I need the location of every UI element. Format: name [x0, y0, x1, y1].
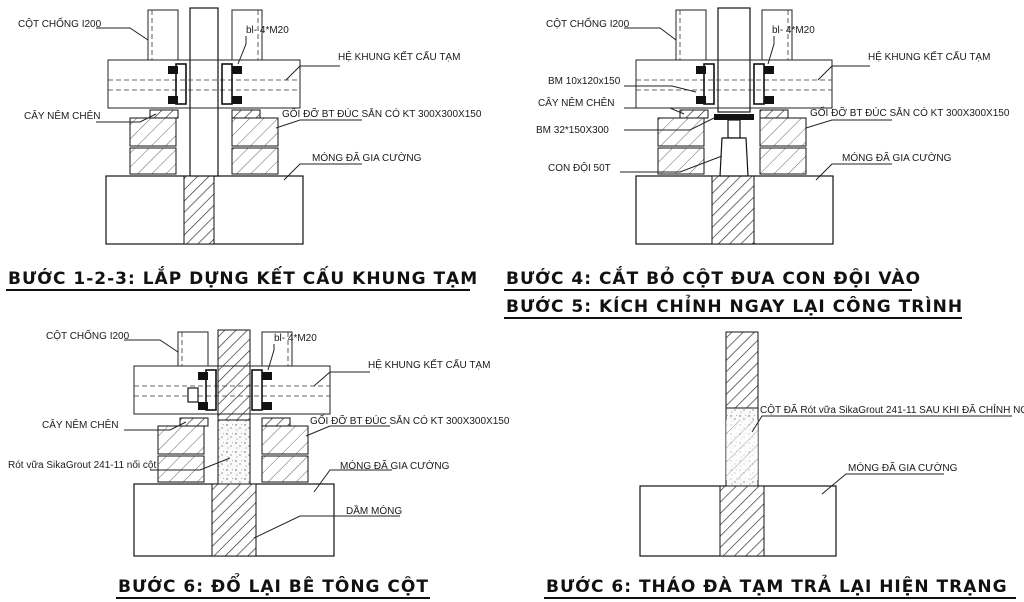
label-cot-chong: CỘT CHỐNG I200 [18, 16, 102, 30]
i200-post [261, 331, 293, 367]
clamp-plate [251, 369, 263, 411]
clamp-plate [703, 63, 715, 105]
panel-3-title: BƯỚC 6: ĐỔ LẠI BÊ TÔNG CỘT [118, 572, 429, 597]
temp-frame-beam [635, 59, 833, 109]
bolt-head [262, 402, 272, 410]
bolt-head [168, 96, 178, 104]
panel-4: CỘT ĐÃ Rót vữa SikaGrout 241-11 SAU KHI … [544, 331, 1024, 599]
temp-frame-beam [107, 59, 301, 109]
i200-post [675, 9, 707, 61]
panel-2: CỘT CHỐNG I200 bl- 4*M20 HỆ KHUNG KẾT CẤ… [504, 7, 1010, 319]
panel-1: CỘT CHỐNG I200 bl- 4*M20 HỆ KHUNG KẾT CẤ… [6, 7, 482, 291]
wedge [261, 417, 291, 427]
bracket [187, 387, 199, 403]
label-he-khung: HỆ KHUNG KẾT CẤU TẠM [868, 50, 990, 63]
i200-post [761, 9, 793, 61]
label-bulong: bl- 4*M20 [246, 25, 289, 36]
wedge [149, 109, 179, 119]
bolt-head [198, 372, 208, 380]
label-cay-nem: CÂY NÊM CHÊN [24, 109, 101, 122]
wedge [231, 109, 261, 119]
existing-column [189, 7, 219, 177]
support-block [657, 117, 705, 147]
label-bm2: BM 32*150X300 [536, 125, 609, 136]
label-mong: MÓNG ĐÃ GIA CƯỜNG [312, 151, 422, 164]
label-cot-da: CỘT ĐÃ Rót vữa SikaGrout 241-11 SAU KHI … [760, 403, 1024, 416]
bolt-head [232, 66, 242, 74]
support-block [657, 147, 705, 175]
wedge [759, 109, 789, 119]
support-block [129, 147, 177, 175]
label-mong: MÓNG ĐÃ GIA CƯỜNG [848, 461, 958, 474]
wedge [179, 417, 209, 427]
bolt-head [764, 96, 774, 104]
label-con-doi: CON ĐỘI 50T [548, 161, 611, 174]
label-cot-chong: CỘT CHỐNG I200 [546, 16, 630, 30]
label-goi-do: GỐI ĐỠ BT ĐÚC SẴN CÓ KT 300X300X150 [282, 106, 482, 120]
label-bulong: bl- 4*M20 [274, 333, 317, 344]
support-block [261, 455, 309, 483]
i200-post [147, 9, 179, 61]
bolt-head [764, 66, 774, 74]
i200-post [231, 9, 263, 61]
label-goi-do: GỐI ĐỠ BT ĐÚC SẴN CÓ KT 300X300X150 [810, 105, 1010, 119]
grout-section [217, 419, 251, 485]
support-block [759, 117, 807, 147]
panel-3: CỘT CHỐNG I200 bl- 4*M20 HỆ KHUNG KẾT CẤ… [8, 328, 510, 599]
column-stub [711, 175, 755, 245]
panel-2-title: BƯỚC 4: CẮT BỎ CỘT ĐƯA CON ĐỘI VÀO [506, 265, 921, 289]
support-block [157, 455, 205, 483]
label-he-khung: HỆ KHUNG KẾT CẤU TẠM [368, 358, 490, 371]
clamp-plate [175, 63, 187, 105]
support-block [261, 425, 309, 455]
label-he-khung: HỆ KHUNG KẾT CẤU TẠM [338, 50, 460, 63]
label-cay-nem: CÂY NÊM CHÊN [42, 418, 119, 431]
clamp-plate [221, 63, 233, 105]
label-rot-vua: Rót vữa SikaGrout 241-11 nối cột [8, 459, 156, 471]
label-mong: MÓNG ĐÃ GIA CƯỜNG [340, 459, 450, 472]
clamp-plate [753, 63, 765, 105]
label-bulong: bl- 4*M20 [772, 25, 815, 36]
support-block [759, 147, 807, 175]
support-block [231, 117, 279, 147]
bolt-head [168, 66, 178, 74]
steel-plate [714, 114, 754, 120]
bolt-head [198, 402, 208, 410]
column-stub [183, 175, 215, 245]
label-cay-nem: CÂY NÊM CHÊN [538, 96, 615, 109]
label-cot-chong: CỘT CHỐNG I200 [46, 328, 130, 342]
label-goi-do: GỐI ĐỠ BT ĐÚC SẴN CÓ KT 300X300X150 [310, 413, 510, 427]
panel-2-subtitle: BƯỚC 5: KÍCH CHỈNH NGAY LẠI CÔNG TRÌNH [506, 294, 963, 317]
panel-4-title: BƯỚC 6: THÁO ĐÀ TẠM TRẢ LẠI HIỆN TRẠNG [546, 574, 1008, 597]
clamp-plate [205, 369, 217, 411]
bolt-head [696, 96, 706, 104]
support-block [129, 117, 177, 147]
label-dam-mong: DẦM MÓNG [346, 504, 402, 517]
temp-frame-beam [133, 365, 331, 415]
wedge [679, 109, 709, 119]
hydraulic-jack [719, 137, 749, 177]
upper-column [217, 329, 251, 421]
column-stub [719, 485, 765, 557]
label-bm1: BM 10x120x150 [548, 76, 621, 87]
i200-post [177, 331, 209, 367]
jack-ram [727, 119, 741, 139]
bolt-head [232, 96, 242, 104]
column-stub [211, 483, 257, 557]
support-block [231, 147, 279, 175]
bolt-head [696, 66, 706, 74]
label-mong: MÓNG ĐÃ GIA CƯỜNG [842, 151, 952, 164]
upper-column [725, 331, 759, 409]
bolt-head [262, 372, 272, 380]
panel-1-title: BƯỚC 1-2-3: LẮP DỰNG KẾT CẤU KHUNG TẠM [8, 265, 478, 289]
